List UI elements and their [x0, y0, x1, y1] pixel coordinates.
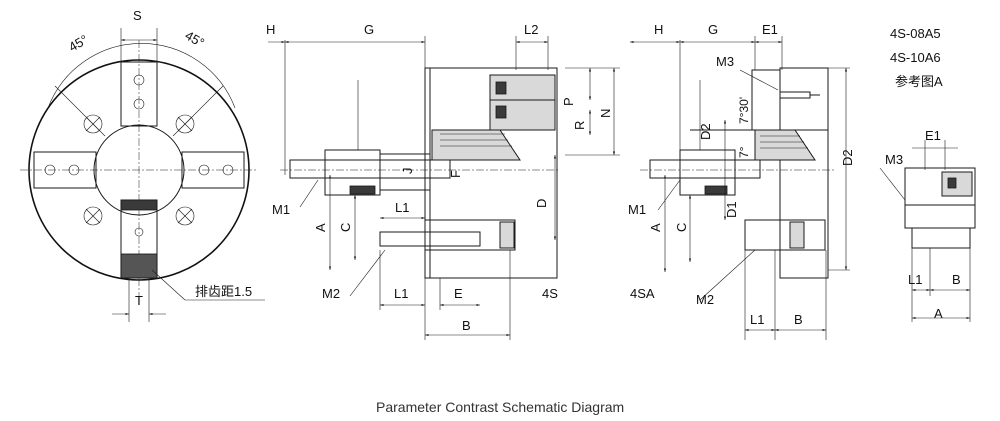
4s-label-M1: M1 [272, 202, 290, 217]
4sa-label-L1: L1 [750, 312, 764, 327]
4sa-label-angle1: 7°30' [737, 97, 751, 124]
4s-label-E: E [454, 286, 463, 301]
4s-label-N: N [598, 109, 613, 118]
4s-label-F: F [448, 170, 463, 178]
4sa-model-label: 4SA [630, 286, 655, 301]
4s-label-A: A [313, 223, 328, 232]
front-view [20, 28, 265, 322]
4s-label-R: R [572, 121, 587, 130]
label-angle-left: 45° [66, 32, 91, 55]
detail-label-M3: M3 [885, 152, 903, 167]
4sa-label-D2-right: D2 [840, 149, 855, 166]
4sa-label-B: B [794, 312, 803, 327]
4s-label-B: B [462, 318, 471, 333]
4sa-label-C: C [674, 223, 689, 232]
4s-label-J: J [400, 168, 415, 175]
label-S: S [133, 8, 142, 23]
side-view-4s [268, 36, 620, 340]
label-angle-right: 45° [183, 28, 208, 51]
4sa-label-M1: M1 [628, 202, 646, 217]
4s-label-D: D [534, 199, 549, 208]
detail-view [879, 140, 976, 322]
detail-label-E1: E1 [925, 128, 941, 143]
4sa-label-angle2: 7° [737, 146, 751, 158]
4s-label-G: G [364, 22, 374, 37]
4sa-label-A: A [648, 223, 663, 232]
4sa-label-M2: M2 [696, 292, 714, 307]
4sa-label-E1: E1 [762, 22, 778, 37]
detail-model-line1: 4S-08A5 [890, 26, 941, 41]
detail-label-A: A [934, 306, 943, 321]
4s-label-C: C [338, 223, 353, 232]
4s-label-H: H [266, 22, 275, 37]
4s-label-P: P [561, 97, 576, 106]
4s-label-L1-bottom: L1 [394, 286, 408, 301]
4s-label-L1-top: L1 [395, 200, 409, 215]
side-view-4sa [630, 36, 850, 340]
diagram-caption: Parameter Contrast Schematic Diagram [376, 399, 624, 415]
label-T: T [135, 293, 143, 308]
4sa-label-G: G [708, 22, 718, 37]
detail-reference: 参考图A [895, 74, 943, 89]
4s-label-L2: L2 [524, 22, 538, 37]
detail-label-L1: L1 [908, 272, 922, 287]
4sa-label-H: H [654, 22, 663, 37]
4sa-label-D2: D2 [698, 123, 713, 140]
detail-model-line2: 4S-10A6 [890, 50, 941, 65]
pitch-note: 排齿距1.5 [195, 284, 252, 299]
detail-label-B: B [952, 272, 961, 287]
4s-model-label: 4S [542, 286, 558, 301]
4s-label-M2: M2 [322, 286, 340, 301]
4sa-label-D1: D1 [724, 201, 739, 218]
4sa-label-M3: M3 [716, 54, 734, 69]
